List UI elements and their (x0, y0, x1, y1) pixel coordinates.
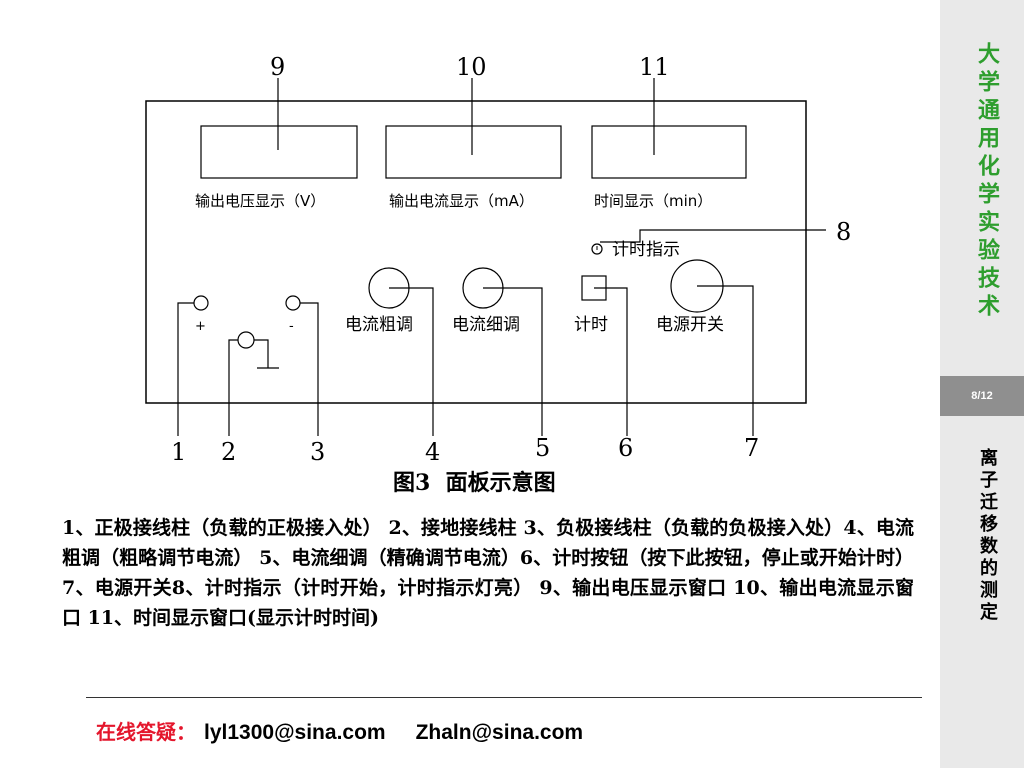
email-link-1[interactable]: lyl1300@sina.com (204, 721, 386, 744)
callout-line-6 (594, 287, 628, 436)
callout-line-2 (228, 339, 238, 436)
current-display-label: 输出电流显示（mA） (389, 192, 534, 210)
coarse-current-label: 电流粗调 (345, 315, 413, 335)
voltage-display-label: 输出电压显示（V） (195, 192, 325, 210)
panel-diagram: 输出电压显示（V） 输出电流显示（mA） 时间显示（min） 9 10 11 计… (145, 53, 851, 496)
fine-current-label: 电流细调 (452, 315, 520, 335)
time-display-window (591, 125, 747, 179)
timer-indicator-lamp-icon (591, 243, 603, 255)
footer: 在线答疑： lyl1300@sina.com Zhaln@sina.com (96, 716, 583, 746)
callout-line-8 (600, 229, 826, 243)
panel-outline (145, 100, 807, 404)
voltage-display-window (200, 125, 358, 179)
callout-line-1 (177, 302, 194, 436)
timer-label: 计时 (574, 315, 608, 335)
negative-terminal-icon (285, 295, 301, 311)
callout-number-4: 4 (425, 438, 440, 466)
positive-sign: + (195, 319, 206, 334)
callout-number-9: 9 (270, 53, 285, 81)
callout-line-3 (300, 302, 319, 436)
time-display-label: 时间显示（min） (594, 192, 712, 210)
footer-divider (86, 697, 922, 698)
callout-number-1: 1 (171, 438, 186, 466)
ground-symbol-icon (254, 339, 269, 368)
ground-terminal-icon (237, 331, 255, 349)
callout-line-7 (697, 285, 754, 436)
lesson-title: 离子迁移数的测定 (977, 448, 998, 624)
figure-caption: 图3 面板示意图 (393, 470, 556, 496)
course-title: 大学通用化学实验技术 (974, 42, 999, 322)
negative-sign: - (289, 319, 294, 334)
callout-number-3: 3 (310, 438, 325, 466)
callout-number-2: 2 (221, 438, 236, 466)
callout-number-5: 5 (535, 434, 550, 462)
current-display-window (385, 125, 562, 179)
callout-line-4 (389, 287, 434, 436)
email-link-2[interactable]: Zhaln@sina.com (415, 721, 584, 744)
page-indicator: 8/12 (940, 376, 1024, 416)
online-qa-label: 在线答疑： (96, 720, 196, 744)
callout-number-8: 8 (836, 218, 851, 246)
component-description: 1、正极接线柱（负载的正极接入处） 2、接地接线柱 3、负极接线柱（负载的负极接… (62, 517, 914, 629)
positive-terminal-icon (193, 295, 209, 311)
timer-indicator-label: 计时指示 (612, 240, 680, 260)
callout-number-6: 6 (618, 434, 633, 462)
callout-number-10: 10 (456, 53, 487, 81)
power-switch-label: 电源开关 (656, 315, 724, 335)
callout-number-11: 11 (639, 53, 670, 81)
callout-number-7: 7 (744, 434, 759, 462)
callout-line-5 (483, 287, 543, 436)
